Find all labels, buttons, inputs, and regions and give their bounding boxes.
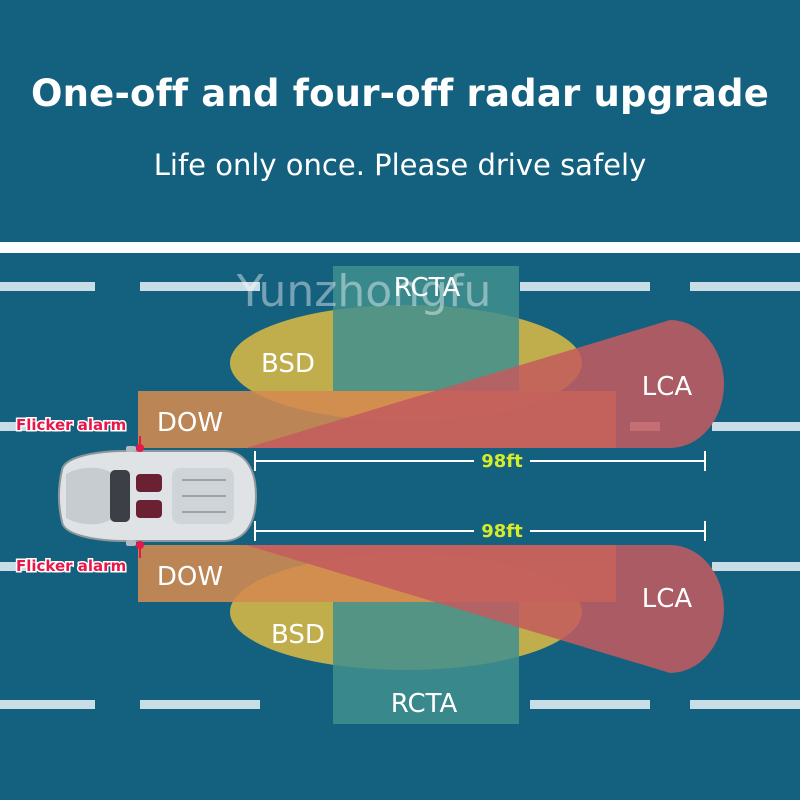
lane-dash bbox=[712, 422, 800, 431]
lane-dash bbox=[520, 282, 650, 291]
lane-dash bbox=[690, 700, 800, 709]
top-zones bbox=[138, 266, 724, 448]
car-mirror bbox=[126, 446, 136, 452]
car-icon bbox=[58, 446, 258, 546]
rcta-zone-top bbox=[333, 266, 519, 391]
lca-label-top: LCA bbox=[642, 372, 693, 402]
rcta-zone-bottom bbox=[333, 602, 519, 724]
distance-label-bg bbox=[474, 449, 530, 473]
rcta-label-top: RCTA bbox=[394, 273, 461, 303]
rcta-label-bottom: RCTA bbox=[391, 689, 458, 719]
header-divider bbox=[0, 242, 800, 253]
lca-zone-top bbox=[246, 320, 724, 448]
alarm-label-top: Flicker alarm bbox=[16, 416, 126, 434]
car-mirror bbox=[126, 540, 136, 546]
bsd-label-bottom: BSD bbox=[271, 620, 325, 650]
header-banner: One-off and four-off radar upgrade Life … bbox=[0, 0, 800, 240]
alarm-label-bottom: Flicker alarm bbox=[16, 557, 126, 575]
dow-label-bottom: DOW bbox=[157, 562, 223, 592]
car-hood bbox=[66, 467, 110, 525]
bsd-label-top: BSD bbox=[261, 349, 315, 379]
distance-label-bottom: 98ft bbox=[481, 521, 523, 542]
car-windshield bbox=[110, 470, 130, 522]
bottom-zones bbox=[138, 545, 724, 724]
watermark-text: Yunzhongfu bbox=[236, 266, 492, 317]
car-seat bbox=[136, 500, 162, 518]
car-seat bbox=[136, 474, 162, 492]
lca-label-bottom: LCA bbox=[642, 584, 693, 614]
lane-dash bbox=[140, 700, 260, 709]
distance-label-bg bbox=[474, 519, 530, 543]
lca-zone-bottom bbox=[246, 545, 724, 673]
lane-dash bbox=[530, 700, 650, 709]
lane-dash bbox=[0, 282, 95, 291]
page-subtitle: Life only once. Please drive safely bbox=[153, 148, 647, 182]
lane-dash bbox=[712, 562, 800, 571]
dow-label-top: DOW bbox=[157, 408, 223, 438]
lane-dash bbox=[690, 282, 800, 291]
lane-dash bbox=[0, 422, 60, 431]
lane-dash bbox=[140, 282, 260, 291]
page-title: One-off and four-off radar upgrade bbox=[30, 72, 770, 115]
distance-label-top: 98ft bbox=[481, 451, 523, 472]
lane-dash bbox=[0, 700, 95, 709]
lane-dash bbox=[0, 562, 60, 571]
